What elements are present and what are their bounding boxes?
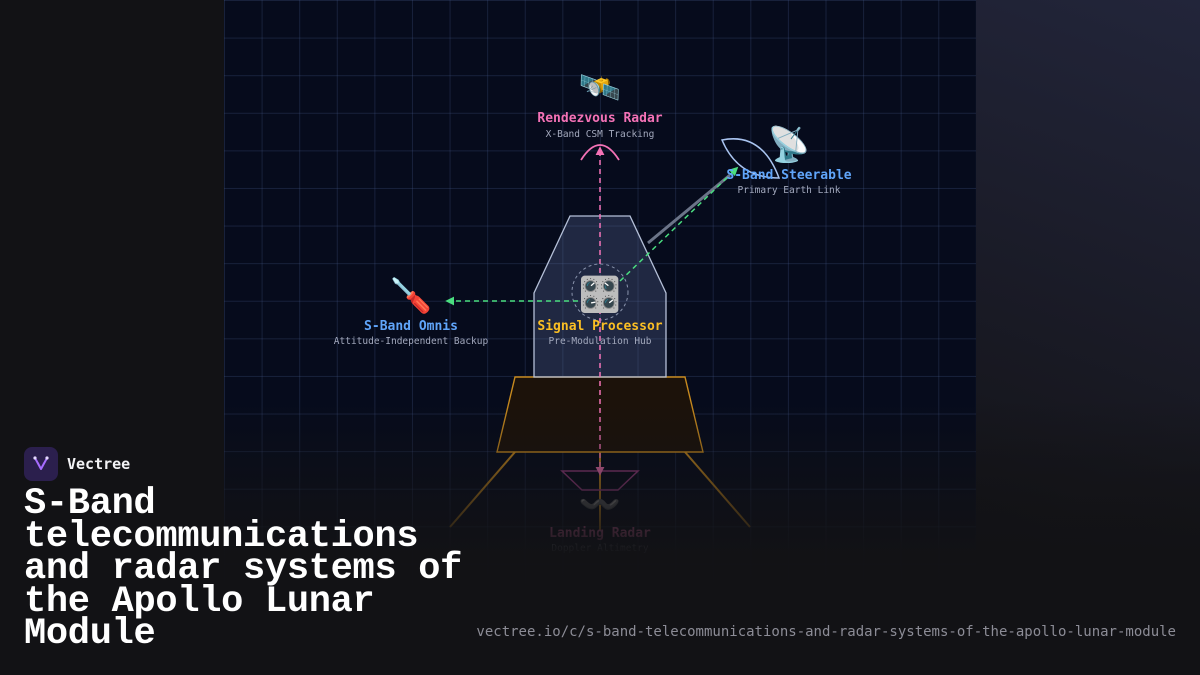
landing-leg-right — [684, 451, 751, 528]
satellite-dish-icon: 📡 — [767, 125, 811, 165]
brand-name: Vectree — [67, 455, 131, 473]
satellite-icon: 🛰️ — [578, 68, 622, 108]
steerable-dish-outline — [720, 138, 781, 179]
page-title: S-Band telecommunications and radar syst… — [24, 483, 463, 655]
control-knobs-icon: 🎛️ — [578, 275, 622, 315]
omnis-title: S-Band Omnis — [364, 319, 458, 334]
antenna-boom — [647, 173, 731, 245]
omnis-subtitle: Attitude-Independent Backup — [333, 336, 489, 347]
screwdriver-icon: 🪛 — [389, 276, 433, 316]
rendezvous-radar-arc — [580, 144, 620, 161]
landing-radar-subtitle: Doppler Altimetry — [551, 543, 649, 554]
processor-subtitle: Pre-Modulation Hub — [548, 336, 652, 347]
landing-radar-title: Landing Radar — [549, 526, 651, 541]
rendezvous-radar-title: Rendezvous Radar — [537, 111, 663, 126]
steerable-title: S-Band Steerable — [726, 168, 852, 183]
processor-title: Signal Processor — [537, 319, 663, 334]
descent-stage — [496, 376, 704, 453]
link-processor-to-steerable — [619, 166, 739, 282]
brand: Vectree — [24, 447, 130, 481]
rendezvous-radar-subtitle: X-Band CSM Tracking — [545, 129, 655, 140]
steerable-subtitle: Primary Earth Link — [737, 185, 841, 196]
wavy-dash-icon: 〰️ — [578, 485, 622, 525]
vectree-logo-icon — [24, 447, 58, 481]
page-url[interactable]: vectree.io/c/s-band-telecommunications-a… — [476, 624, 1176, 640]
